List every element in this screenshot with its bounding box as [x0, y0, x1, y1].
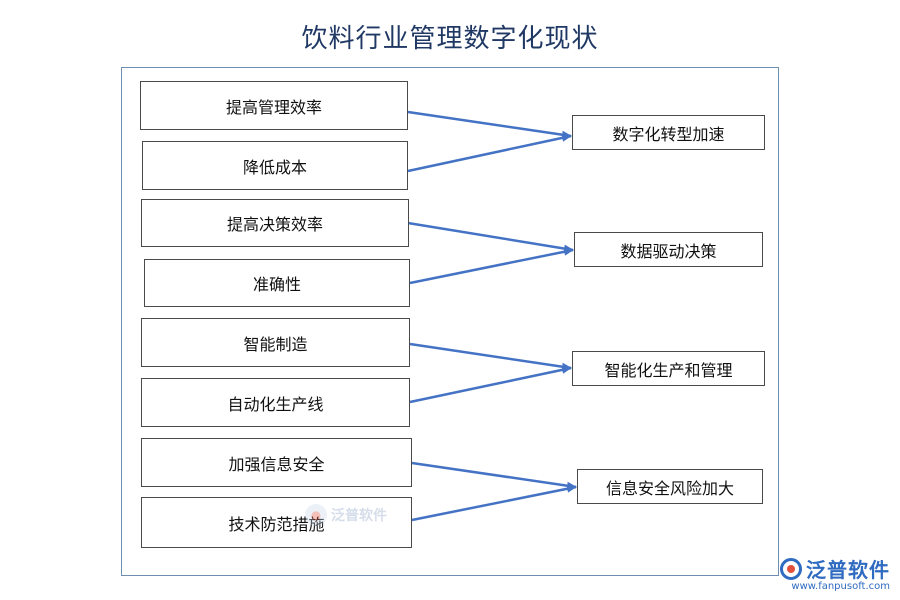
arrow-4a — [411, 461, 577, 490]
brand-logo: 泛普软件 www.fanpusoft.com — [780, 554, 890, 592]
cause-box: 技术防范措施 — [141, 497, 412, 548]
result-box: 智能化生产和管理 — [572, 351, 765, 386]
watermark-text: 泛普软件 — [331, 508, 387, 524]
arrow-3b — [409, 365, 572, 404]
brand-name: 泛普软件 — [806, 558, 890, 582]
cause-box: 降低成本 — [142, 141, 408, 190]
cause-box: 加强信息安全 — [141, 438, 412, 487]
arrow-3a — [409, 342, 572, 371]
cause-box: 提高决策效率 — [141, 199, 409, 247]
fanpu-logo-icon: ● — [305, 504, 327, 526]
brand-url: www.fanpusoft.com — [791, 581, 890, 592]
result-box: 数据驱动决策 — [574, 232, 763, 267]
cause-box: 准确性 — [144, 259, 410, 307]
cause-box: 智能制造 — [141, 318, 410, 367]
fanpu-logo-icon — [780, 557, 802, 580]
result-box: 信息安全风险加大 — [577, 469, 763, 504]
diagram-frame — [121, 67, 779, 576]
arrow-1b — [407, 133, 572, 173]
arrow-1a — [407, 110, 572, 139]
arrow-2a — [407, 221, 574, 253]
arrow-2b — [409, 247, 574, 285]
cause-box: 提高管理效率 — [140, 81, 408, 130]
cause-box: 自动化生产线 — [141, 378, 410, 427]
arrow-4b — [411, 484, 577, 522]
result-box: 数字化转型加速 — [572, 115, 765, 150]
watermark: ● 泛普软件 — [305, 504, 387, 526]
page-title: 饮料行业管理数字化现状 — [301, 24, 599, 54]
